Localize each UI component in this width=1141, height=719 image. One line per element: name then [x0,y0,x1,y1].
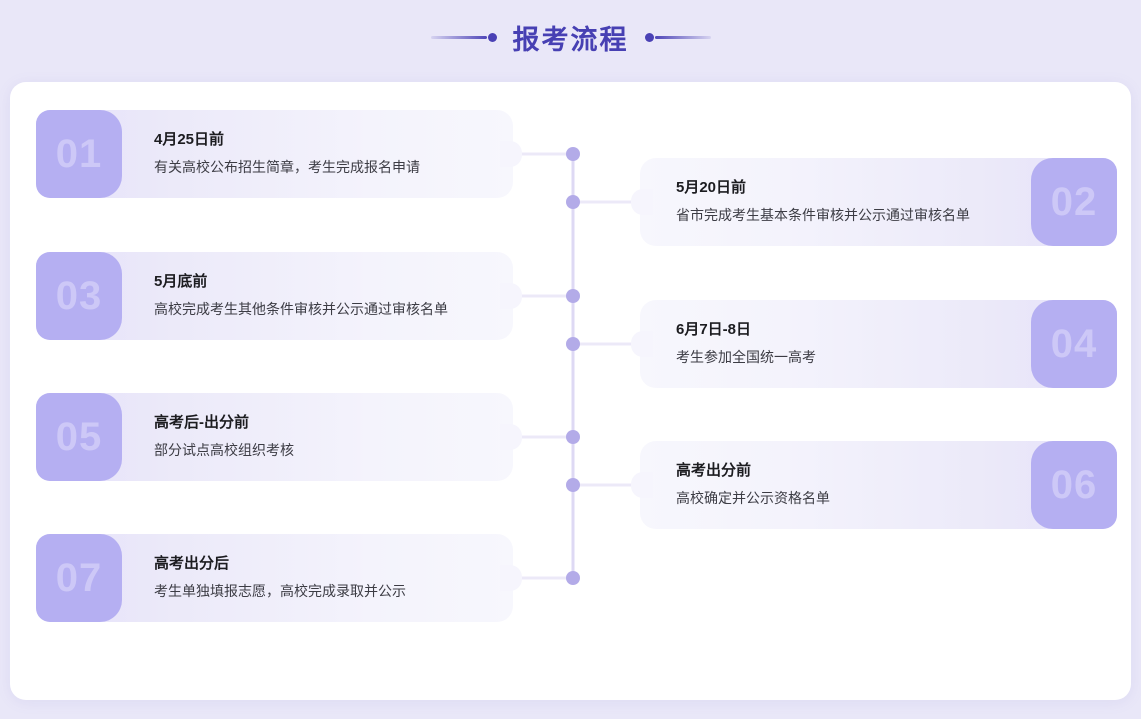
step-text: 6月7日-8日 考生参加全国统一高考 [640,320,1031,366]
step-heading: 高考出分前 [676,461,752,479]
card-connector-nub [500,283,522,309]
step-description: 省市完成考生基本条件审核并公示通过审核名单 [676,207,970,224]
step-text: 高考出分后 考生单独填报志愿，高校完成录取并公示 [122,554,513,600]
step-text: 4月25日前 有关高校公布招生简章，考生完成报名申请 [122,130,513,176]
step-number-badge: 04 [1031,300,1117,388]
title-group: 报考流程 [430,18,711,57]
step-heading: 5月底前 [154,272,208,290]
title-decoration-right-icon [644,31,711,43]
step-description: 有关高校公布招生简章，考生完成报名申请 [154,159,420,176]
card-connector-nub [631,189,653,215]
step-description: 考生参加全国统一高考 [676,349,816,366]
step-number-badge: 03 [36,252,122,340]
title-decoration-left-icon [430,31,497,43]
card-connector-nub [631,472,653,498]
flow-step-card-06[interactable]: 06 高考出分前 高校确定并公示资格名单 [631,441,1117,529]
step-number-badge: 06 [1031,441,1117,529]
step-heading: 6月7日-8日 [676,320,752,338]
card-connector-nub [500,565,522,591]
flow-step-card-02[interactable]: 02 5月20日前 省市完成考生基本条件审核并公示通过审核名单 [631,158,1117,246]
flow-panel: 01 4月25日前 有关高校公布招生简章，考生完成报名申请 02 5月20日前 … [10,82,1131,700]
flow-step-card-01[interactable]: 01 4月25日前 有关高校公布招生简章，考生完成报名申请 [36,110,522,198]
step-text: 5月底前 高校完成考生其他条件审核并公示通过审核名单 [122,272,513,318]
card-connector-nub [500,141,522,167]
step-description: 部分试点高校组织考核 [154,442,294,459]
step-text: 5月20日前 省市完成考生基本条件审核并公示通过审核名单 [640,178,1031,224]
page-title: 报考流程 [512,24,629,55]
step-heading: 4月25日前 [154,130,225,148]
step-text: 高考后-出分前 部分试点高校组织考核 [122,413,513,459]
step-description: 高校确定并公示资格名单 [676,490,830,507]
flow-step-card-04[interactable]: 04 6月7日-8日 考生参加全国统一高考 [631,300,1117,388]
step-heading: 高考出分后 [154,554,230,572]
step-number-badge: 05 [36,393,122,481]
card-connector-nub [500,424,522,450]
step-number-badge: 07 [36,534,122,622]
step-number-badge: 02 [1031,158,1117,246]
step-heading: 高考后-出分前 [154,413,249,431]
flow-step-card-07[interactable]: 07 高考出分后 考生单独填报志愿，高校完成录取并公示 [36,534,522,622]
page-header: 报考流程 [0,0,1141,82]
card-connector-nub [631,331,653,357]
step-description: 高校完成考生其他条件审核并公示通过审核名单 [154,301,448,318]
step-description: 考生单独填报志愿，高校完成录取并公示 [154,583,406,600]
flow-step-card-05[interactable]: 05 高考后-出分前 部分试点高校组织考核 [36,393,522,481]
step-heading: 5月20日前 [676,178,747,196]
step-text: 高考出分前 高校确定并公示资格名单 [640,461,1031,507]
flow-step-card-03[interactable]: 03 5月底前 高校完成考生其他条件审核并公示通过审核名单 [36,252,522,340]
step-number-badge: 01 [36,110,122,198]
